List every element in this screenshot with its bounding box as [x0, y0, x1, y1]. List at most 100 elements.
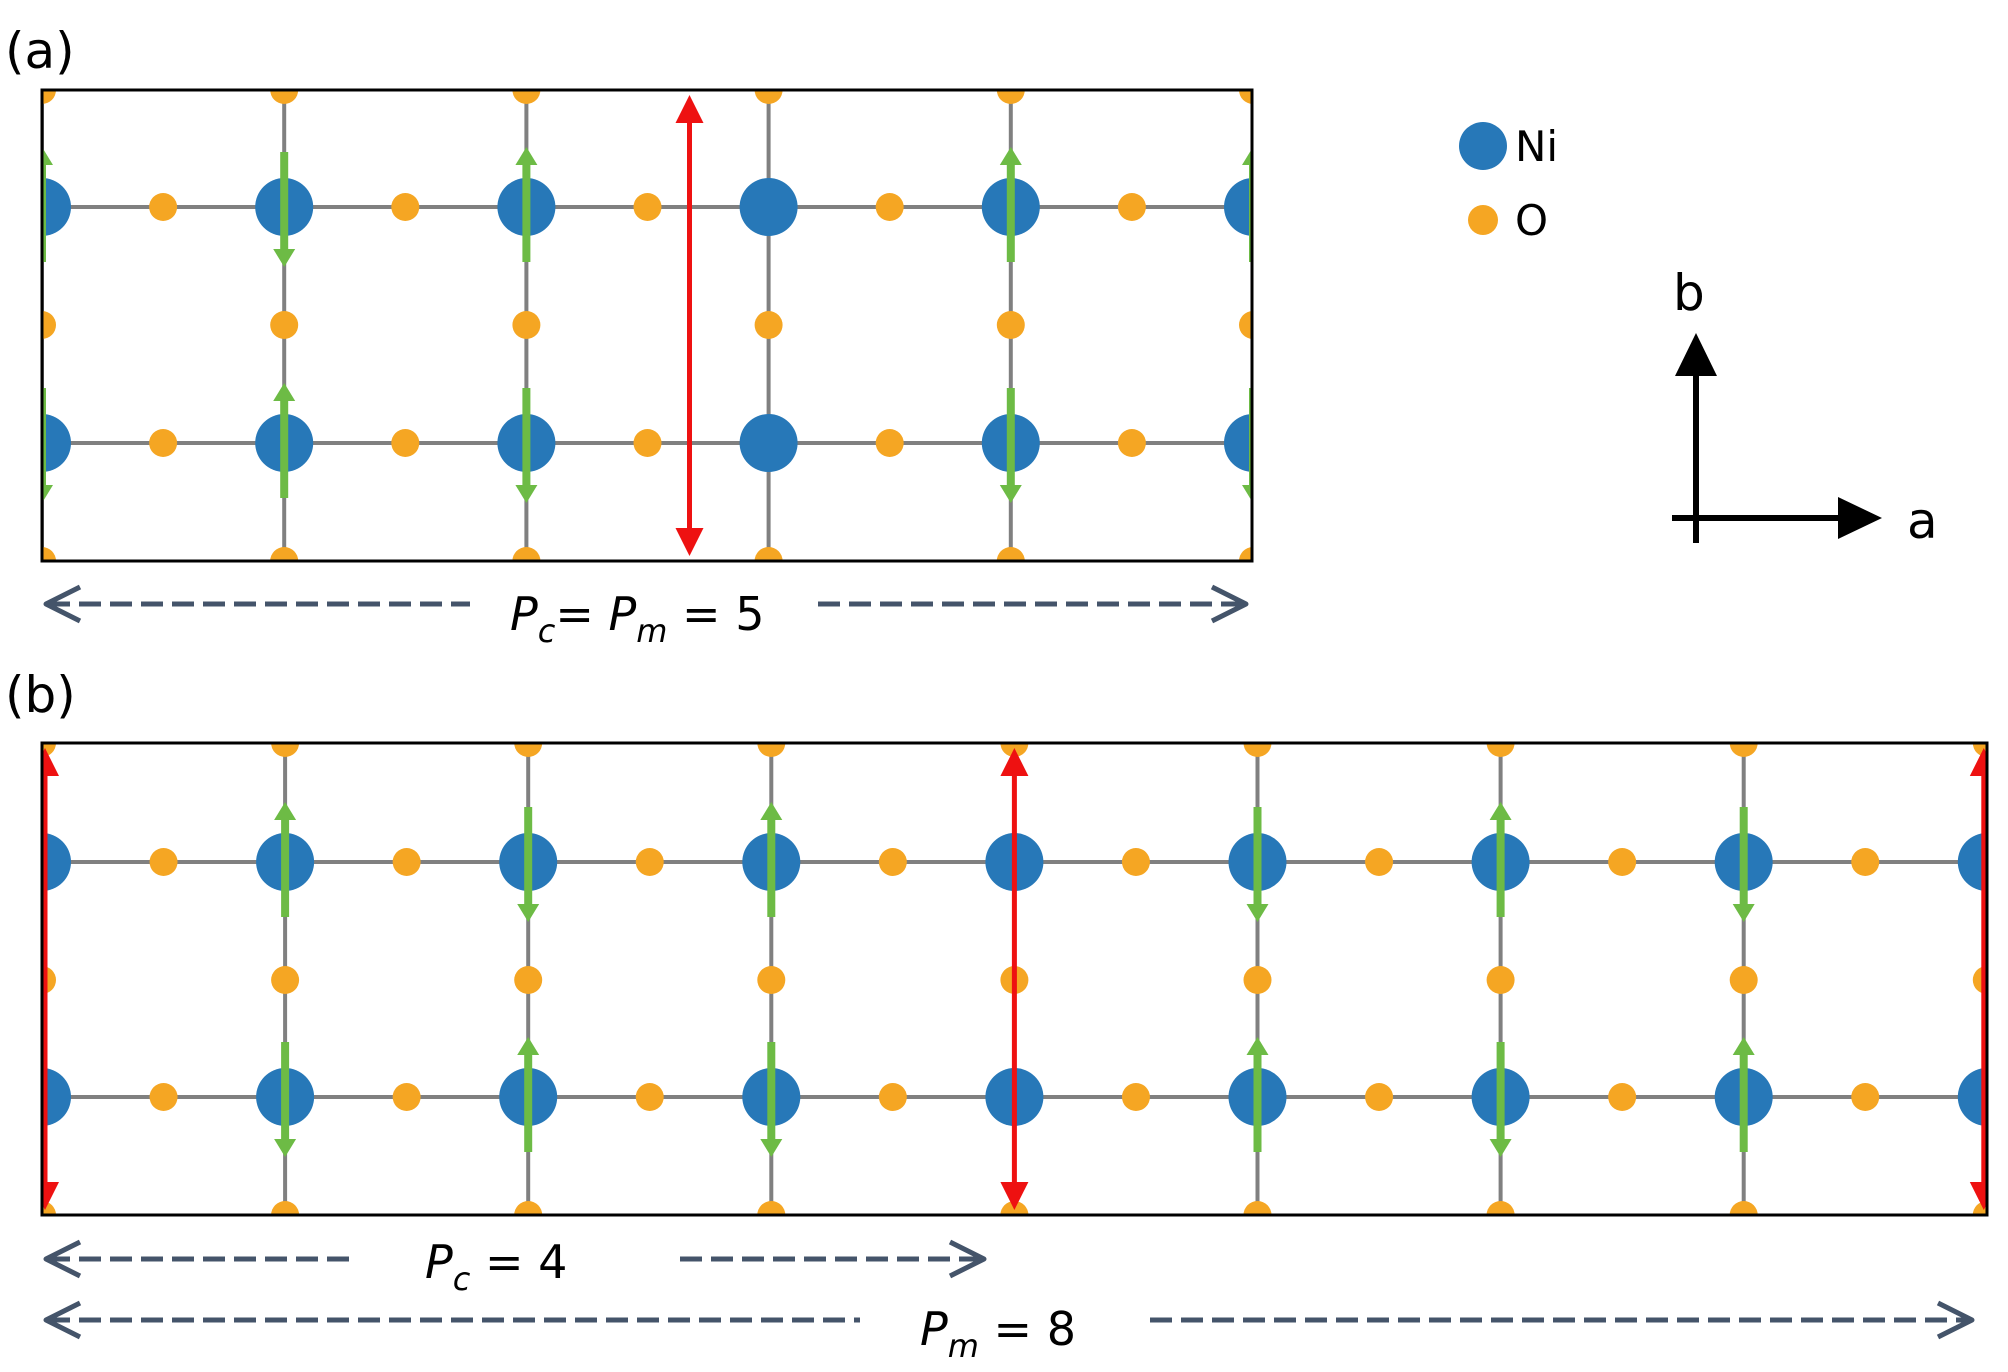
- oxygen-atom: [1117, 429, 1146, 457]
- legend: Ni O: [1459, 122, 1558, 245]
- spin-up-arrow: [1242, 148, 1252, 262]
- oxygen-atom: [1851, 848, 1880, 876]
- lattice-a: [42, 90, 1252, 561]
- large-moment-arrow: [1969, 748, 1987, 1210]
- period-pc-text: =: [555, 587, 608, 641]
- period-pc-sub: c: [538, 612, 556, 650]
- oxygen-atom: [512, 547, 541, 561]
- oxygen-atom: [391, 429, 420, 457]
- spin-down-arrow: [42, 388, 53, 503]
- oxygen-atom: [1851, 1083, 1880, 1111]
- spin-down-arrow: [760, 1042, 783, 1157]
- spin-down-arrow: [1242, 388, 1252, 502]
- period-pm-text-b: = 8: [979, 1302, 1076, 1356]
- oxygen-atom: [1486, 966, 1515, 994]
- nickel-atom: [1957, 1068, 1987, 1126]
- period-pm-sub-b: m: [948, 1327, 979, 1365]
- panel-b: (b) Pc = 4 Pm = 8: [5, 666, 1989, 1365]
- legend-o-marker: [1468, 205, 1498, 235]
- oxygen-atom: [149, 1083, 178, 1111]
- oxygen-atom: [149, 193, 178, 221]
- large-moment-arrow: [42, 748, 59, 1210]
- large-moment-arrow: [675, 95, 704, 556]
- legend-ni-label: Ni: [1515, 122, 1558, 171]
- period-arrow-pm: [43, 1300, 1975, 1340]
- legend-o-label: O: [1515, 196, 1548, 245]
- spin-up-arrow: [1732, 1037, 1755, 1152]
- oxygen-atom: [270, 547, 299, 561]
- nickel-atom: [1224, 178, 1252, 236]
- oxygen-atom: [1729, 1201, 1758, 1215]
- spin-up-arrow: [517, 1037, 540, 1152]
- nickel-atom: [42, 414, 71, 472]
- b-axis-arrowhead: [1675, 333, 1717, 376]
- period-pc-text-b: = 4: [470, 1235, 567, 1289]
- oxygen-atom: [875, 193, 904, 221]
- spin-up-arrow: [42, 147, 53, 262]
- period-arrow-pc: [43, 1239, 987, 1279]
- a-axis-arrowhead: [1838, 497, 1882, 539]
- oxygen-atom: [875, 429, 904, 457]
- nickel-atom: [739, 414, 798, 472]
- period-arrows-b: [43, 1239, 1975, 1340]
- period-pm-sub: m: [636, 612, 667, 650]
- axes-indicator: b a: [1672, 264, 1938, 550]
- oxygen-atom: [1243, 966, 1272, 994]
- nickel-atom: [42, 833, 71, 891]
- spin-up-arrow: [1246, 1037, 1269, 1152]
- period-pm-text: = 5: [667, 587, 764, 641]
- panel-a: (a) Pc= Pm = 5: [5, 22, 1254, 650]
- oxygen-atom: [1486, 743, 1515, 757]
- spin-down-arrow: [515, 388, 538, 503]
- spin-up-arrow: [274, 802, 297, 917]
- nickel-atom: [1224, 414, 1252, 472]
- oxygen-atom: [270, 90, 299, 104]
- oxygen-atom: [1729, 966, 1758, 994]
- spin-up-arrow: [273, 383, 296, 498]
- oxygen-atom: [512, 90, 541, 104]
- spin-down-arrow: [273, 152, 296, 267]
- period-label-pm-b: Pm = 8: [920, 1302, 1076, 1365]
- oxygen-atom: [149, 429, 178, 457]
- oxygen-atom: [391, 193, 420, 221]
- oxygen-atom: [512, 311, 541, 339]
- nickel-atom: [739, 178, 798, 236]
- oxygen-atom: [392, 1083, 421, 1111]
- a-axis-label: a: [1907, 492, 1938, 550]
- spin-up-arrow: [999, 147, 1022, 262]
- oxygen-atom: [271, 966, 300, 994]
- spin-up-arrow: [1489, 802, 1512, 917]
- panel-label-b: (b): [5, 666, 76, 724]
- oxygen-atom: [1608, 1083, 1637, 1111]
- oxygen-atom: [1486, 1201, 1515, 1215]
- oxygen-atom: [42, 90, 56, 104]
- oxygen-atom: [635, 848, 664, 876]
- oxygen-atom: [996, 547, 1025, 561]
- oxygen-atom: [1121, 848, 1150, 876]
- lattice-b: [42, 743, 1987, 1215]
- oxygen-atom: [1117, 193, 1146, 221]
- oxygen-atom: [878, 1083, 907, 1111]
- spin-down-arrow: [999, 388, 1022, 503]
- period-arrow-a: [43, 584, 1249, 624]
- oxygen-atom: [42, 311, 56, 339]
- oxygen-atom: [757, 743, 786, 757]
- oxygen-atom: [42, 547, 56, 561]
- oxygen-atom: [149, 848, 178, 876]
- nickel-atom: [1957, 833, 1987, 891]
- oxygen-atom: [270, 311, 299, 339]
- spin-down-arrow: [1732, 807, 1755, 922]
- nickel-atom: [42, 178, 71, 236]
- oxygen-atom: [754, 90, 783, 104]
- spin-down-arrow: [517, 807, 540, 922]
- oxygen-atom: [633, 429, 662, 457]
- period-pc-symbol: P: [510, 587, 538, 641]
- oxygen-atom: [1121, 1083, 1150, 1111]
- oxygen-atom: [1365, 1083, 1394, 1111]
- spin-down-arrow: [1489, 1042, 1512, 1157]
- oxygen-atom: [996, 90, 1025, 104]
- period-pc-symbol-b: P: [425, 1235, 453, 1289]
- unit-cell-frame-a: [40, 88, 1254, 563]
- period-pm-symbol: P: [609, 587, 637, 641]
- spin-up-arrow: [760, 802, 783, 917]
